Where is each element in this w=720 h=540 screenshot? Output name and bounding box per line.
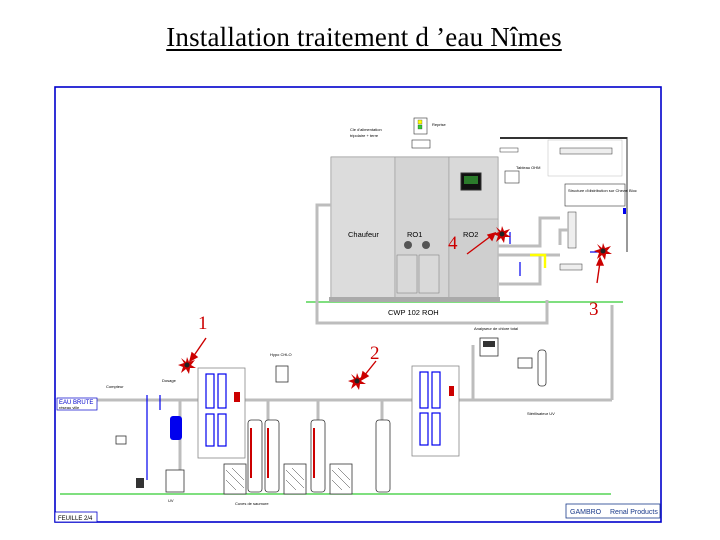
- salt-tanks: [223, 463, 353, 495]
- softener-unit: [197, 367, 246, 459]
- compteur-label: Compteur: [106, 384, 124, 389]
- chauffeur-label: Chaufeur: [348, 230, 379, 239]
- marker-number-2: 2: [370, 343, 380, 364]
- cwp-label: CWP 102 ROH: [388, 308, 439, 317]
- hypo-label: Hypo CHLO: [270, 352, 292, 357]
- page-title: Installation traitement d ’eau Nîmes: [166, 22, 562, 52]
- ro-machine: Chaufeur RO1 RO2 CWP 102 ROH: [329, 156, 500, 317]
- marker-number-1: 1: [198, 313, 208, 334]
- distribution-station-label: Structure d'distribution sur Cheval Bloc: [568, 188, 637, 193]
- softener-columns: [247, 419, 391, 493]
- reprise-label: Reprise: [432, 122, 447, 127]
- sterilisateur-label: Stérilisateur UV: [527, 411, 555, 416]
- cuves-label: Cuves de saumure: [235, 501, 269, 506]
- filter-unit-2: [411, 365, 460, 457]
- svg-text:Tableau OHM: Tableau OHM: [516, 165, 540, 170]
- analyseur-label: Analyseur de chlore total: [474, 326, 518, 331]
- ro2-label: RO2: [463, 230, 478, 239]
- distribution-panel: Tableau OHM Structure d'distribution sur…: [499, 137, 637, 271]
- dosage-vessel-label: UV: [168, 498, 174, 503]
- ro1-label: RO1: [407, 230, 422, 239]
- sheet-label: FEUILLE 2/4: [58, 516, 93, 522]
- marker-number-4: 4: [448, 233, 458, 254]
- eau-brute-sub: réseau ville: [59, 405, 80, 410]
- svg-text:Cle d'alimentation: Cle d'alimentation: [350, 127, 382, 132]
- svg-text:tripolaire + terre: tripolaire + terre: [350, 133, 379, 138]
- gambro-sub: Renal Products: [610, 509, 658, 516]
- eau-brute-label: EAU BRUTE: [59, 400, 93, 406]
- dosage-label: Dosage: [162, 378, 177, 383]
- gambro-logo: GAMBRO: [570, 509, 602, 516]
- marker-number-3: 3: [589, 299, 599, 320]
